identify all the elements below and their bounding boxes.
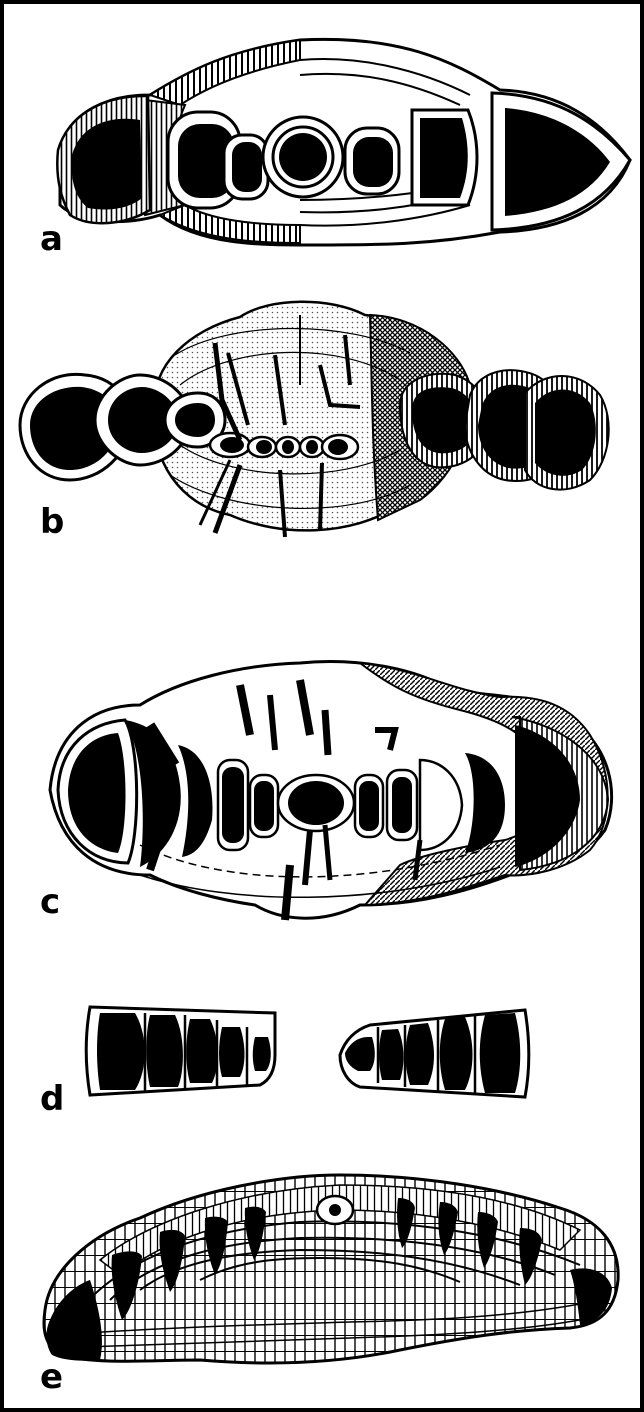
panel-b: b [0,275,644,550]
panel-c-label: c [40,885,60,919]
panel-d: d [0,1005,644,1125]
panel-d-label: d [40,1082,64,1116]
panel-b-drawing [0,275,644,550]
panel-a-drawing [0,0,644,260]
panel-d-drawing [0,1005,644,1125]
panel-c: c [0,635,644,935]
panel-b-label: b [40,505,64,539]
panel-c-drawing [0,635,644,935]
panel-a: a [0,0,644,260]
panel-e: e [0,1160,644,1412]
panel-e-drawing [0,1160,644,1412]
panel-a-label: a [40,222,63,256]
panel-e-label: e [40,1360,63,1394]
